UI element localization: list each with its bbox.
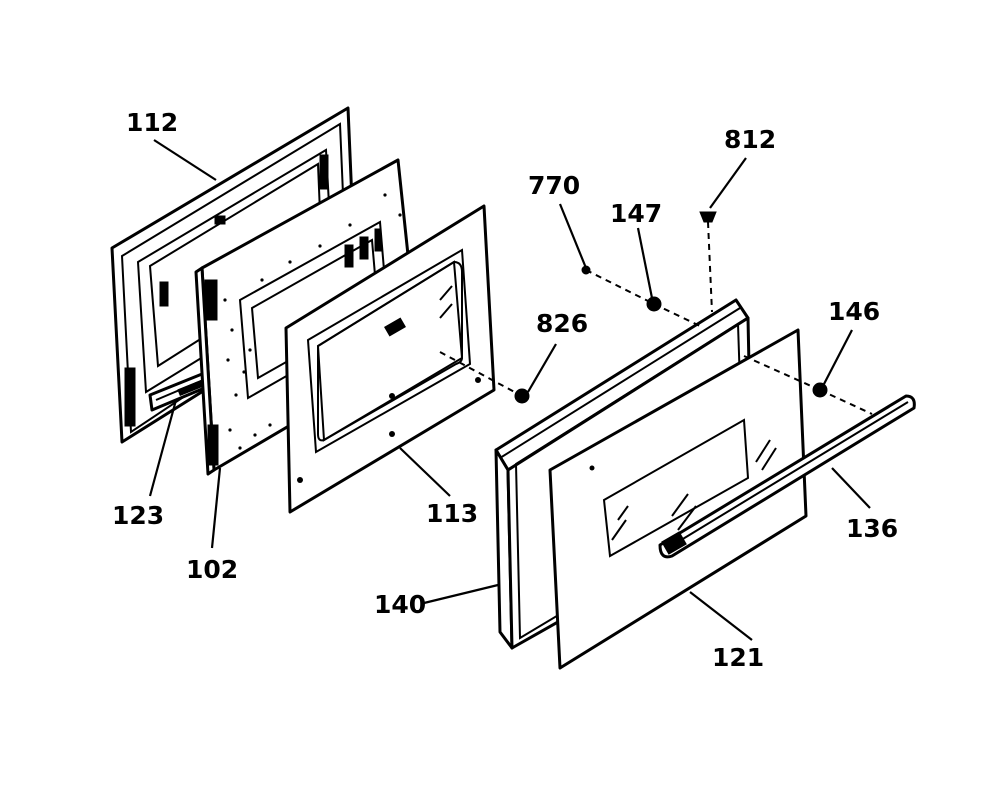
label-121: 121 [712,643,764,672]
label-770: 770 [528,171,580,200]
label-123: 123 [112,501,164,530]
leader-lines [148,139,871,641]
label-140: 140 [374,590,426,619]
label-136: 136 [846,514,898,543]
label-147: 147 [610,199,662,228]
label-113: 113 [426,499,478,528]
callout-labels: 112 123 102 113 826 770 147 812 146 136 … [112,108,898,672]
label-102: 102 [186,555,238,584]
label-112: 112 [126,108,178,137]
assembly-lines [439,221,873,415]
label-826: 826 [536,309,588,338]
part-121-front-glass [548,328,808,670]
label-812: 812 [724,125,776,154]
part-136-handle [658,394,916,559]
part-113-window-frame-panel [284,204,496,514]
label-146: 146 [828,297,880,326]
